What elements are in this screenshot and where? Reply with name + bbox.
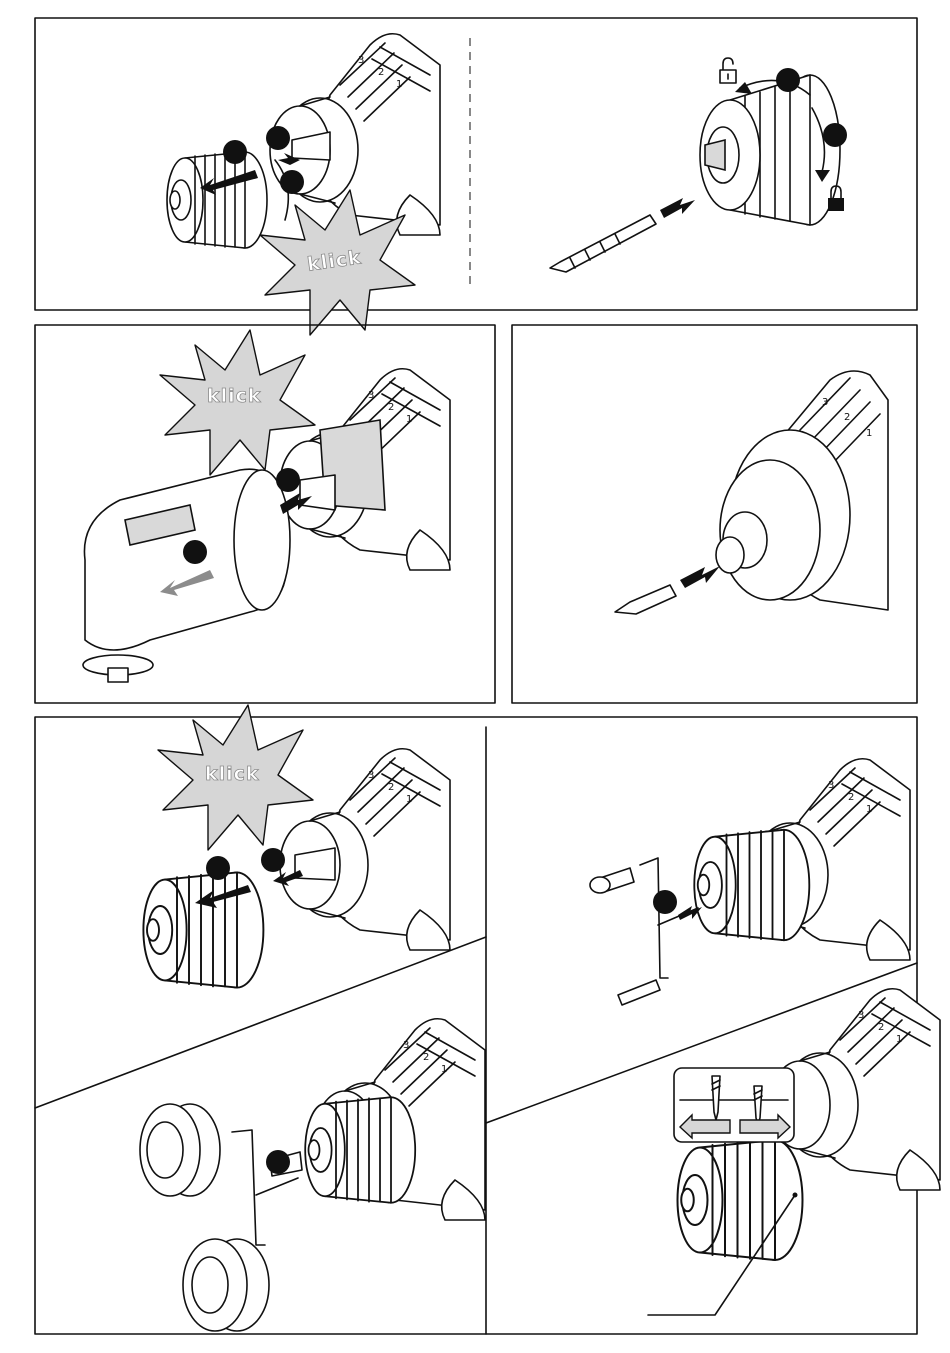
step-number-dot: [266, 1150, 290, 1174]
collar-option: [183, 1239, 269, 1331]
dial-number: 1: [406, 414, 412, 425]
klick-label: klick: [205, 763, 260, 785]
step-number-dot: [276, 468, 300, 492]
dial-number: 3: [368, 770, 374, 781]
bit-icon: [618, 980, 660, 1005]
bit-icon: [615, 585, 676, 614]
bit-icon: [550, 215, 656, 272]
chuck-icon: [167, 152, 267, 248]
leader-point: [793, 1193, 798, 1198]
drill-icon: 3 2 1: [280, 749, 450, 950]
panel-remove-keyless-chuck: 3 2 1 klick: [143, 705, 450, 988]
panel-torque-setting: 3 2 1: [648, 989, 940, 1315]
klick-burst-icon: klick: [158, 705, 313, 850]
arrow-icon: [680, 566, 720, 588]
dial-number: 3: [358, 55, 364, 66]
choice-bracket: [640, 858, 668, 978]
dial-number: 1: [896, 1034, 902, 1045]
step-number-dot: [776, 68, 800, 92]
step-number-dot: [653, 890, 677, 914]
panel-insert-bit-holder: 3 2 1: [590, 759, 910, 1005]
panel-remove-chuck: 3 2 1 klick: [167, 34, 440, 335]
panel-torque-collar-options: 3 2 1: [140, 1019, 485, 1331]
step-number-dot: [823, 123, 847, 147]
collar-option: [140, 1104, 220, 1196]
dial-number: 3: [822, 397, 828, 408]
dial-number: 2: [388, 402, 394, 413]
choice-bracket: [232, 1130, 265, 1245]
step-number-dot: [183, 540, 207, 564]
panel-insert-drill-bit: [550, 58, 847, 272]
dial-number: 1: [866, 804, 872, 815]
dial-number: 2: [848, 792, 854, 803]
dial-number: 1: [406, 794, 412, 805]
dial-number: 3: [828, 780, 834, 791]
step-number-dot: [223, 140, 247, 164]
drill-icon: 3 2 1: [720, 371, 888, 610]
chuck-icon: [700, 75, 840, 225]
spindle: [300, 475, 335, 510]
choice-bracket: [256, 1178, 298, 1195]
step-number-dot: [206, 856, 230, 880]
dial-number: 3: [403, 1040, 409, 1051]
chuck-icon: [678, 1140, 803, 1260]
dial-number: 3: [858, 1010, 864, 1021]
step-number-dot: [266, 126, 290, 150]
dial-number: 2: [388, 782, 394, 793]
attachment-collar: [234, 470, 290, 610]
klick-label: klick: [207, 385, 262, 407]
dial-number: 1: [866, 428, 872, 439]
step-number-dot: [261, 848, 285, 872]
dial-number: 2: [844, 412, 850, 423]
arrow-icon: [660, 198, 695, 218]
chuck-icon: [694, 830, 809, 940]
dial-number: 1: [396, 79, 402, 90]
dial-number: 2: [378, 67, 384, 78]
chuck-icon: [305, 1097, 415, 1203]
dial-number: 2: [878, 1022, 884, 1033]
screw-depth-icon: [674, 1068, 794, 1142]
dial-number: 3: [368, 390, 374, 401]
dial-number: 2: [423, 1052, 429, 1063]
dial-number: 1: [441, 1064, 447, 1075]
panel-insert-screw-bit: 3 2 1: [615, 371, 888, 614]
panel-angle-attachment: 3 2 1 klick: [83, 330, 450, 682]
unlock-icon: [720, 58, 736, 83]
bit-icon: [590, 868, 634, 893]
step-number-dot: [280, 170, 304, 194]
